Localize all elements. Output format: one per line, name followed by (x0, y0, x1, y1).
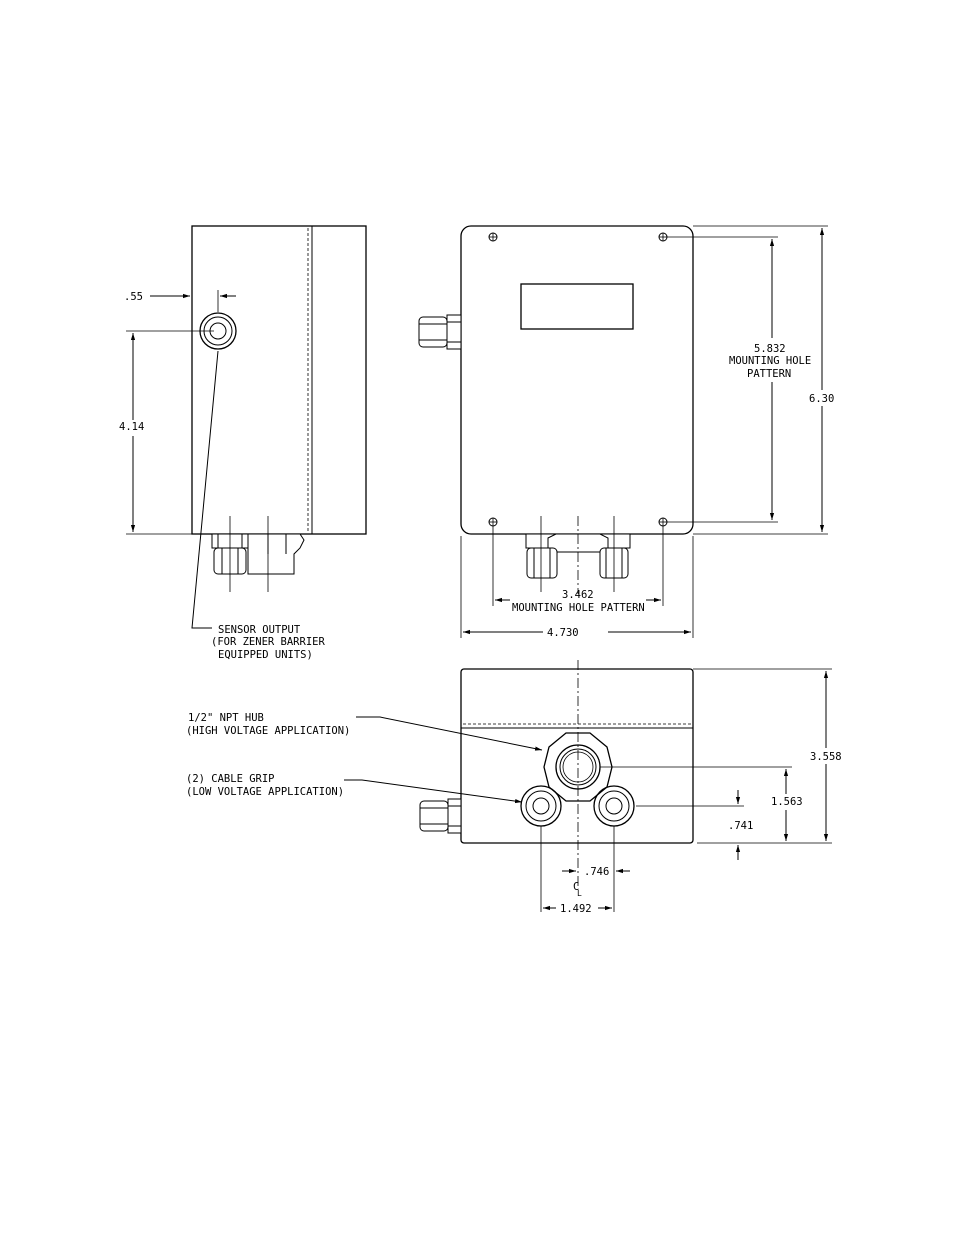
callout-zener-barrier: (FOR ZENER BARRIER (211, 636, 325, 648)
callout-equipped-units: EQUIPPED UNITS) (218, 649, 313, 661)
side-bottom-fittings (212, 516, 304, 592)
dim-mounting-hole-vertical: 5.832 (754, 343, 786, 355)
bottom-enclosure-body (461, 669, 693, 843)
side-view: .55 4.14 SENSOR OUTPUT (FOR ZENER BARRIE… (119, 226, 366, 661)
mounting-holes (489, 233, 667, 526)
callout-low-voltage: (LOW VOLTAGE APPLICATION) (186, 786, 344, 798)
dim-sensor-height: 4.14 (119, 421, 144, 433)
dim-mounting-hole-pattern: PATTERN (747, 368, 791, 380)
dim-sensor-offset: .55 (124, 291, 143, 303)
callout-cable-grip: (2) CABLE GRIP (186, 773, 275, 785)
centerline-subscript: L (577, 889, 582, 898)
bottom-side-cable-grip (420, 799, 461, 833)
dim-mounting-hole-label: MOUNTING HOLE (729, 355, 811, 367)
dim-hub-height: 1.563 (771, 796, 803, 808)
callout-high-voltage: (HIGH VOLTAGE APPLICATION) (186, 725, 350, 737)
dim-bottom-total-height: 3.558 (810, 751, 842, 763)
callout-sensor-output: SENSOR OUTPUT (218, 624, 301, 636)
dim-front-total-height: 6.30 (809, 393, 834, 405)
side-enclosure-body (192, 226, 366, 534)
dim-mounting-hole-horizontal-label: MOUNTING HOLE PATTERN (512, 602, 645, 614)
cable-grip-right (594, 786, 634, 826)
bottom-view: 1/2" NPT HUB (HIGH VOLTAGE APPLICATION) … (186, 660, 842, 915)
callout-npt-hub: 1/2" NPT HUB (188, 712, 264, 724)
front-view: 5.832 MOUNTING HOLE PATTERN 6.30 3.462 M… (419, 226, 834, 639)
dim-grip-height: .741 (728, 820, 753, 832)
display-window (521, 284, 633, 329)
front-side-cable-grip (419, 315, 461, 349)
cable-grip-left (521, 786, 561, 826)
dim-half-spacing: .746 (584, 866, 609, 878)
front-enclosure-body (461, 226, 693, 534)
dim-mounting-hole-horizontal: 3.462 (562, 589, 594, 601)
dim-front-total-width: 4.730 (547, 627, 579, 639)
dim-grip-spacing: 1.492 (560, 903, 592, 915)
front-bottom-fittings (526, 516, 630, 594)
